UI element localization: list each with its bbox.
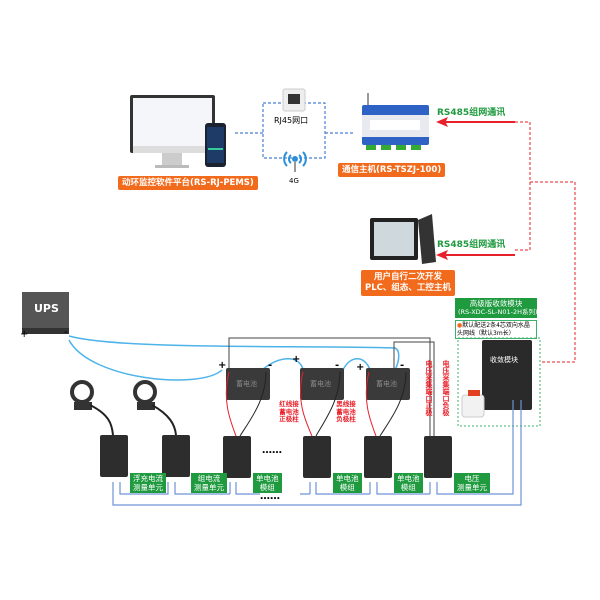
platform-label: 动环监控软件平台(RS-RJ-PEMS): [118, 176, 258, 190]
battery-2-plus: +: [292, 354, 301, 365]
monitor-icon: [130, 95, 215, 168]
receiver-device-text: 收敛模块: [490, 356, 518, 364]
batteries: [226, 368, 410, 400]
battery-3-minus: -: [400, 360, 405, 371]
voltage-pos-note: 电压采集端口正极: [425, 360, 433, 416]
unit-1-line1: 组电流: [197, 474, 221, 483]
battery-1-minus: -: [268, 360, 273, 371]
rj45-label: RJ45网口: [274, 116, 309, 125]
unit-label-cell-2: 单电池模组: [333, 473, 362, 493]
unit-label-float-current: 浮充电流测量单元: [130, 473, 166, 493]
unit-1-line2: 测量单元: [194, 483, 224, 492]
user-dev-line2: PLC、组态、工控主机: [365, 283, 451, 293]
rs485-links: [515, 121, 576, 363]
antenna-4g-icon: [283, 151, 307, 172]
unit-0-line1: 浮充电流: [133, 474, 163, 483]
rj45-port-icon: [282, 88, 306, 112]
rs485-top-label: RS485组网通讯: [437, 108, 506, 118]
unit-0-line2: 测量单元: [133, 483, 163, 492]
phone-icon: [205, 123, 226, 167]
rs485-mid-label: RS485组网通讯: [437, 240, 506, 250]
battery-2-minus: -: [335, 360, 340, 371]
4g-label: 4G: [289, 177, 299, 185]
unit-5-line1: 电压: [464, 474, 480, 483]
battery-1-label: 蓄电池: [236, 380, 257, 388]
signal-wires: [228, 337, 435, 440]
unit-label-voltage: 电压测量单元: [454, 473, 490, 493]
panel-pc-icon: [370, 214, 436, 264]
battery-1-plus: +: [218, 360, 227, 371]
unit-3-line1: 单电池: [336, 474, 359, 483]
black-wire-note: 黑线接蓄电池负极柱: [336, 400, 356, 423]
voltage-neg-note: 电压采集端口负极: [442, 360, 450, 416]
red-wire-note: 红线接蓄电池正极柱: [279, 400, 299, 423]
rs485-arrows: [436, 117, 515, 260]
battery-3-plus: +: [356, 362, 365, 373]
host-label: 通信主机(RS-TSZJ-100): [338, 163, 446, 177]
ellipsis-bottom: ……: [260, 491, 280, 502]
ups-label: UPS: [34, 302, 59, 315]
battery-2-label: 蓄电池: [310, 380, 331, 388]
ups-plus: +: [20, 329, 29, 340]
unit-3-line2: 模组: [339, 483, 355, 492]
receiver-title: 高级版收敛模块 (RS-XDC-SL-N01-2H系列): [455, 298, 538, 318]
unit-4-line2: 模组: [400, 483, 416, 492]
ups-minus: -: [64, 327, 68, 338]
battery-3-label: 蓄电池: [376, 380, 397, 388]
receiver-note-text: 默认配送2条4芯双向水晶头网线（默认3m长）: [457, 322, 530, 337]
receiver-model: (RS-XDC-SL-N01-2H系列): [458, 308, 538, 316]
power-cables: [68, 335, 400, 381]
unit-label-cell-3: 单电池模组: [394, 473, 423, 493]
module-network: [112, 400, 522, 506]
unit-label-group-current: 组电流测量单元: [191, 473, 227, 493]
battery-leads: [225, 371, 407, 437]
user-dev-label: 用户自行二次开发 PLC、组态、工控主机: [361, 270, 455, 296]
ups-box: [22, 292, 69, 334]
ellipsis-middle: ……: [262, 445, 282, 456]
note-bullet-icon: ●: [457, 322, 463, 329]
host-device-icon: [362, 93, 429, 150]
current-sensors: [70, 380, 177, 436]
measurement-modules: [100, 435, 452, 478]
unit-label-cell-1: 单电池模组: [253, 473, 282, 493]
unit-2-line1: 单电池: [256, 474, 279, 483]
unit-2-line2: 模组: [259, 483, 275, 492]
receiver-device: [457, 337, 541, 427]
unit-4-line1: 单电池: [397, 474, 420, 483]
unit-5-line2: 测量单元: [457, 483, 487, 492]
receiver-title-text: 高级版收敛模块: [469, 299, 523, 308]
receiver-note: ●默认配送2条4芯双向水晶头网线（默认3m长）: [455, 320, 537, 339]
user-dev-line1: 用户自行二次开发: [373, 272, 442, 282]
